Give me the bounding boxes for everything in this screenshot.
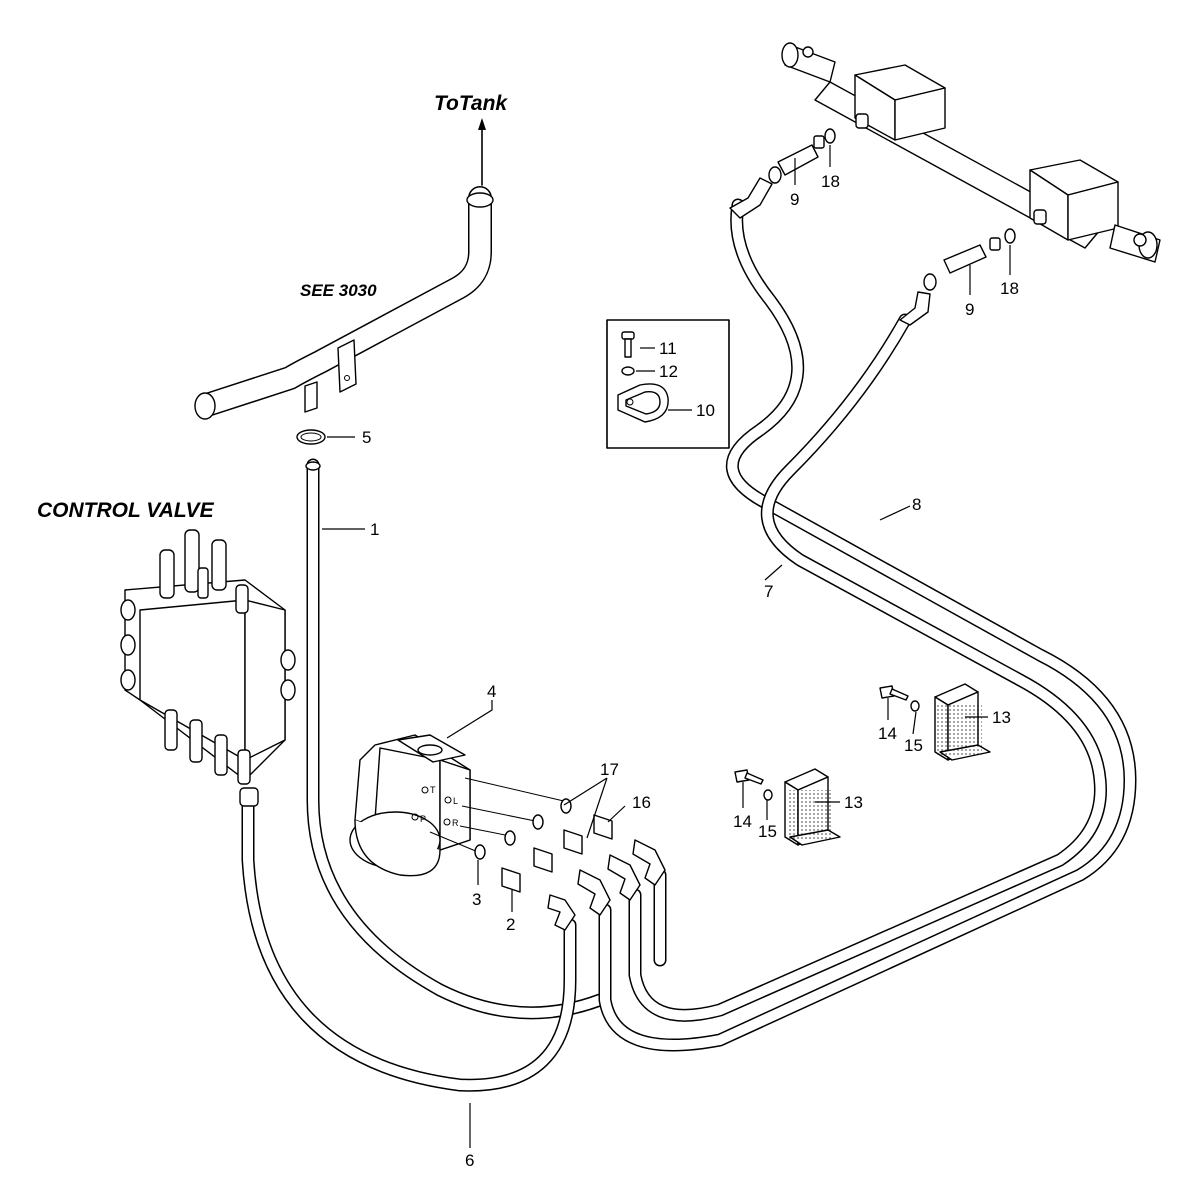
callout-9-lower: 9 [965,300,974,319]
callout-9-upper: 9 [790,190,799,209]
callout-2: 2 [506,915,515,934]
callout-17: 17 [600,760,619,779]
callout-15-lower: 15 [758,822,777,841]
hoses [241,198,1137,1092]
hose-clamp [296,429,326,445]
callout-11: 11 [659,339,677,358]
callout-8: 8 [912,495,921,514]
hose-elbow-fittings [729,128,1016,326]
tank-return-pipe [194,118,494,420]
valve-block: T L P R [349,734,569,877]
callout-3: 3 [472,890,481,909]
port-l-label: L [453,796,458,806]
callout-14-lower: 14 [733,812,752,831]
port-t-label: T [430,785,436,795]
clamp-detail-inset [606,319,730,449]
callout-12: 12 [659,362,678,381]
port-r-label: R [452,818,459,828]
control-valve-fitting [239,787,259,807]
callout-6: 6 [465,1151,474,1170]
callout-1: 1 [370,520,379,539]
callout-14-upper: 14 [878,724,897,743]
leader-lines [322,145,1011,1148]
callout-4: 4 [487,682,496,701]
port-p-label: P [420,814,426,824]
callout-18-upper: 18 [821,172,840,191]
bracket-lower [784,768,841,846]
control-valve-label: CONTROL VALVE [37,499,215,522]
inset-frame [606,319,730,449]
bracket-upper [934,683,991,761]
callout-15-upper: 15 [904,736,923,755]
callout-16: 16 [632,793,651,812]
callout-5: 5 [362,428,371,447]
bracket-bolts [734,685,920,801]
to-tank-label: ToTank [434,92,508,115]
see-reference-label: SEE 3030 [300,281,377,300]
control-valve [120,529,296,785]
callout-13-upper: 13 [992,708,1011,727]
block-fittings [474,798,666,931]
callout-18-lower: 18 [1000,279,1019,298]
callout-10: 10 [696,401,715,420]
callout-13-lower: 13 [844,793,863,812]
callout-7: 7 [764,582,773,601]
cylinder-assembly [781,42,1161,263]
